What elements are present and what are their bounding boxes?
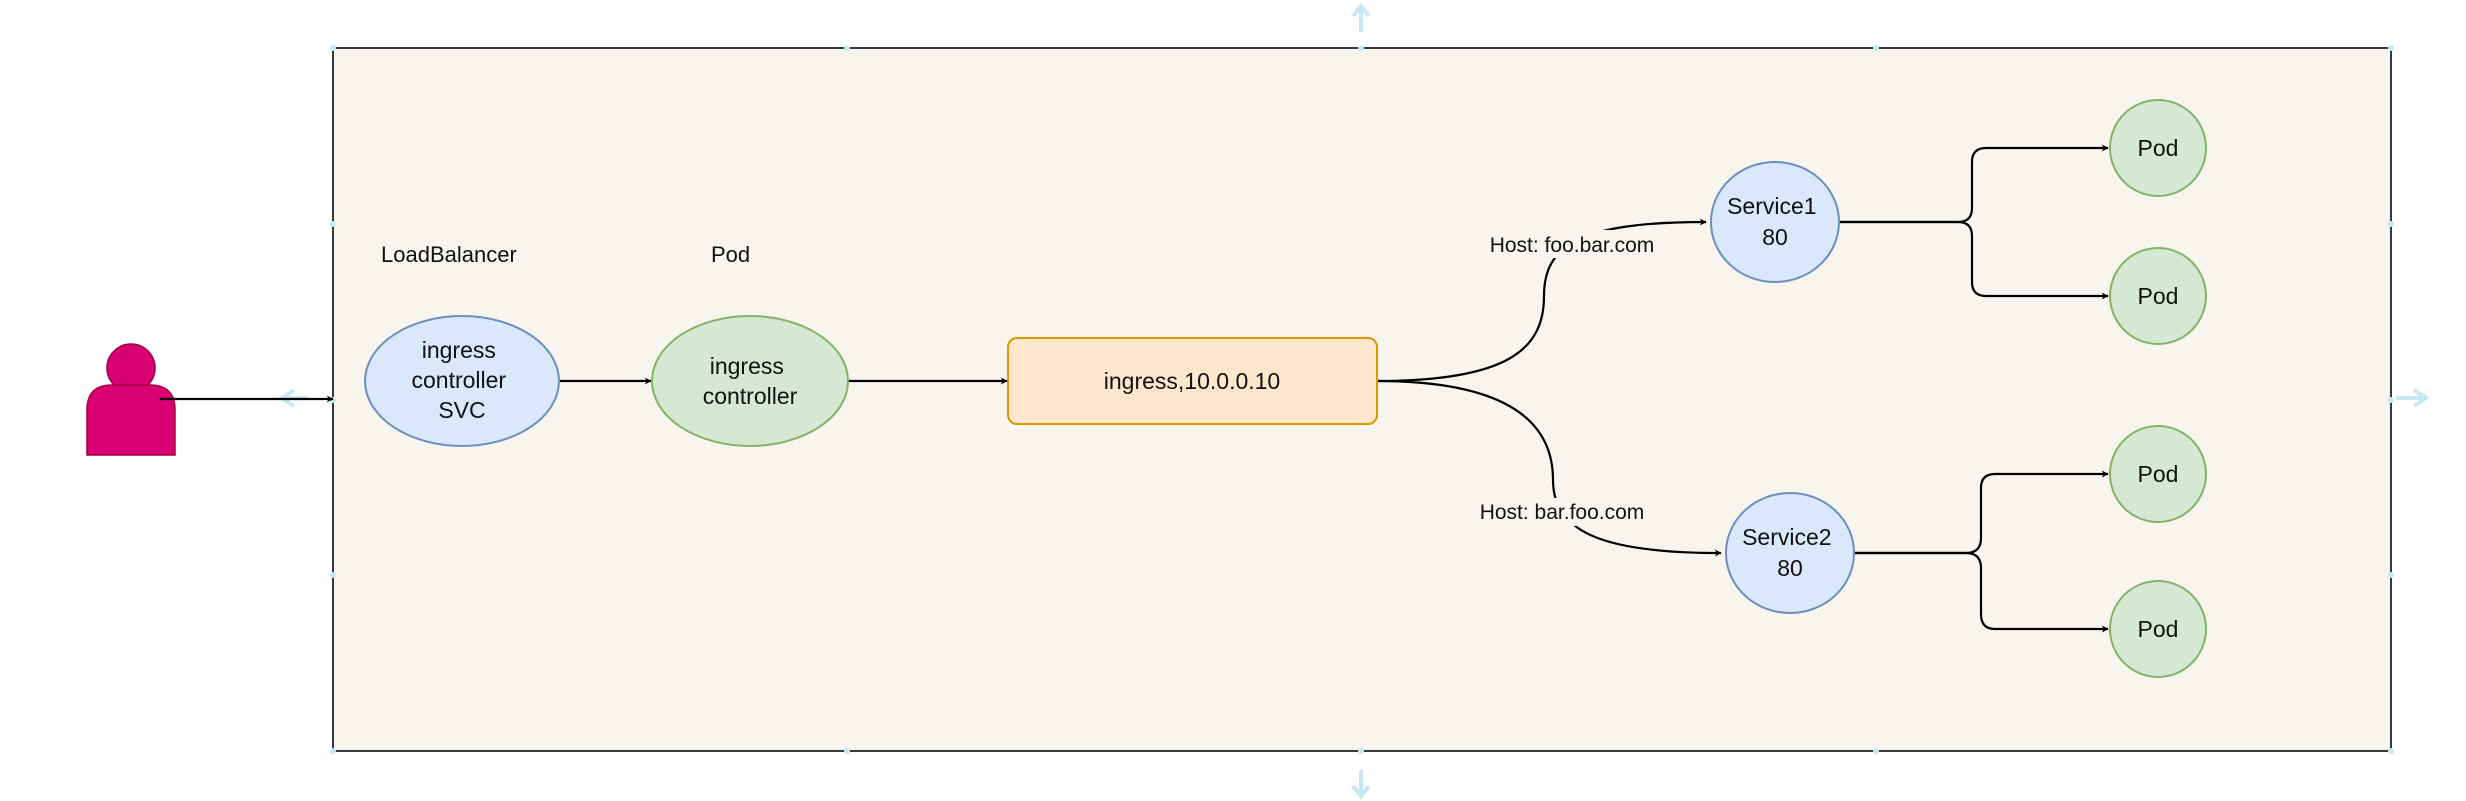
edge-ingress-to-service2[interactable] <box>1376 379 1722 557</box>
service1-line-1: Service1 <box>1727 193 1816 219</box>
service2-line-1: Service2 <box>1742 524 1831 550</box>
loadbalancer-label: LoadBalancer <box>381 242 517 267</box>
pod-2-label: Pod <box>2138 283 2179 309</box>
edges <box>160 144 2109 633</box>
ingress-svc-line-3: SVC <box>438 397 485 423</box>
ingress-controller-svc-node[interactable]: ingress controller SVC <box>364 315 560 447</box>
handle-arrow-down-icon[interactable] <box>1351 770 1371 800</box>
ingress-node[interactable]: ingress,10.0.0.10 <box>1007 337 1378 425</box>
pod-node-4[interactable]: Pod <box>2109 580 2207 678</box>
pod-4-label: Pod <box>2138 616 2179 642</box>
pod-caption-label: Pod <box>711 242 750 267</box>
ingress-controller-pod-node[interactable]: ingress controller <box>651 315 849 447</box>
ingress-ctrl-line-1: ingress <box>710 353 784 379</box>
pod-1-label: Pod <box>2138 135 2179 161</box>
edge-ingress-to-service1[interactable] <box>1376 218 1707 383</box>
svg-text:ingress controller: ingress controller SVC <box>412 337 513 423</box>
pod-3-label: Pod <box>2138 461 2179 487</box>
pod-node-3[interactable]: Pod <box>2109 425 2207 523</box>
edge-service2-to-pod4[interactable] <box>1853 551 2109 633</box>
host-bar-label-bg <box>1463 498 1661 526</box>
service2-line-2: 80 <box>1777 555 1803 581</box>
handle-arrow-up-icon[interactable] <box>1351 2 1371 32</box>
host-foo-label[interactable]: Host: foo.bar.com <box>1490 234 1655 257</box>
ingress-ctrl-line-2: controller <box>703 383 798 409</box>
edge-service2-to-pod3[interactable] <box>1853 470 2109 555</box>
pod-node-2[interactable]: Pod <box>2109 247 2207 345</box>
ingress-svc-line-1: ingress <box>422 337 496 363</box>
service1-line-2: 80 <box>1762 224 1788 250</box>
ingress-node-label: ingress,10.0.0.10 <box>1104 368 1280 394</box>
ingress-svc-line-2: controller <box>412 367 507 393</box>
svg-text:Service2 80: Service2 80 <box>1742 524 1838 581</box>
edge-service1-to-pod1[interactable] <box>1838 144 2109 224</box>
handle-arrow-right-icon[interactable] <box>2396 388 2430 408</box>
svg-text:ingress controller: ingress controller <box>703 353 798 409</box>
service1-node[interactable]: Service1 80 <box>1710 161 1840 283</box>
service2-node[interactable]: Service2 80 <box>1725 492 1855 614</box>
pod-node-1[interactable]: Pod <box>2109 99 2207 197</box>
svg-text:Service1 80: Service1 80 <box>1727 193 1823 250</box>
user-icon[interactable] <box>86 343 176 456</box>
host-foo-label-bg <box>1474 230 1670 258</box>
container-resize-handles[interactable] <box>330 45 2394 754</box>
host-bar-label[interactable]: Host: bar.foo.com <box>1480 501 1645 524</box>
edge-service1-to-pod2[interactable] <box>1838 220 2109 300</box>
